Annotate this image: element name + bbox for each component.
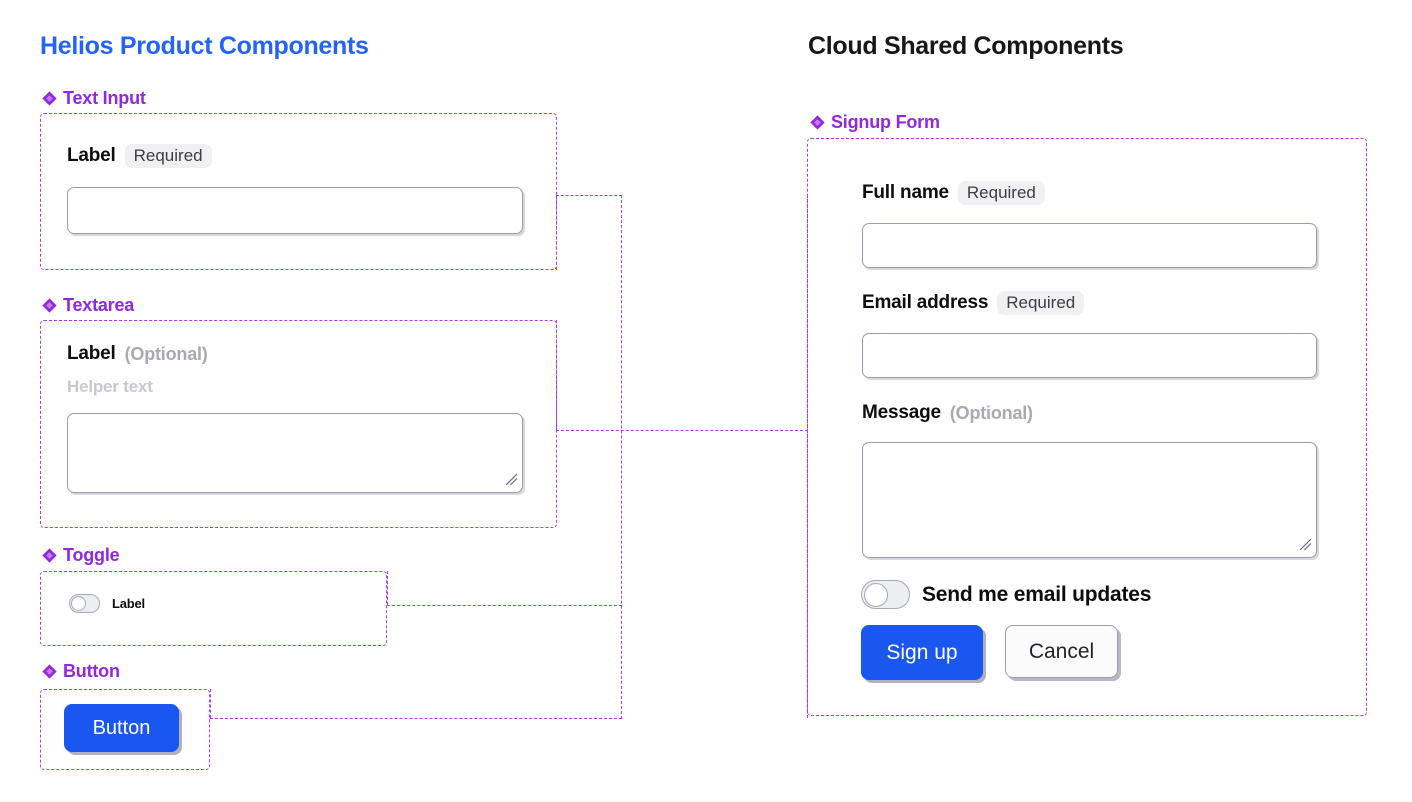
diamond-icon [42, 91, 57, 106]
email-updates-toggle-row[interactable]: Send me email updates [861, 580, 1151, 609]
email-updates-toggle-label: Send me email updates [922, 582, 1152, 606]
email-label-row: Email address Required [862, 291, 1317, 315]
section-header-button: Button [42, 661, 120, 682]
full-name-label: Full name [862, 182, 949, 203]
connector-trunk-vertical [621, 195, 622, 719]
group-box-button [40, 689, 210, 770]
message-label: Message [862, 402, 941, 423]
connector-button [210, 718, 622, 719]
diamond-icon [42, 548, 57, 563]
toggle-knob [71, 596, 86, 611]
connector-toggle [387, 605, 622, 606]
full-name-input[interactable] [862, 223, 1317, 268]
section-header-signup-form: Signup Form [810, 112, 940, 133]
section-header-button-label: Button [63, 661, 120, 681]
connector-text-input [556, 195, 622, 196]
full-name-required-badge: Required [957, 181, 1045, 205]
field-full-name: Full name Required [862, 181, 1317, 268]
page-title-left: Helios Product Components [40, 32, 369, 60]
diamond-icon [42, 664, 57, 679]
text-input-field[interactable] [67, 187, 523, 234]
demo-button[interactable]: Button [64, 704, 179, 752]
email-updates-toggle-knob [863, 582, 888, 607]
text-input-label-row: Label Required [67, 144, 523, 168]
email-label: Email address [862, 292, 989, 313]
cancel-button[interactable]: Cancel [1005, 625, 1118, 678]
section-header-toggle: Toggle [42, 545, 120, 566]
textarea-label-row: Label (Optional) [67, 343, 523, 365]
page-title-right: Cloud Shared Components [808, 32, 1124, 60]
field-text-input: Label Required [67, 144, 523, 234]
textarea-label: Label [67, 343, 116, 364]
diamond-icon [810, 115, 825, 130]
connector-toggle-stub [387, 571, 388, 605]
group-box-textarea [40, 320, 557, 528]
textarea-helper-text: Helper text [67, 377, 153, 396]
section-header-toggle-label: Toggle [63, 545, 120, 565]
toggle-control-row[interactable]: Label [69, 594, 145, 613]
textarea-optional-note: (Optional) [124, 343, 208, 364]
full-name-label-row: Full name Required [862, 181, 1317, 205]
section-header-text-input-label: Text Input [63, 88, 146, 108]
diamond-icon [42, 298, 57, 313]
group-box-signup-form [807, 138, 1367, 716]
sign-up-button[interactable]: Sign up [861, 625, 983, 680]
message-optional-note: (Optional) [949, 402, 1033, 423]
connector-button-stub [210, 689, 211, 718]
text-input-label: Label [67, 145, 116, 166]
section-header-textarea: Textarea [42, 295, 134, 316]
group-box-text-input [40, 113, 557, 270]
section-header-text-input: Text Input [42, 88, 146, 109]
toggle-switch[interactable] [69, 594, 100, 613]
email-updates-toggle[interactable] [861, 580, 910, 609]
field-textarea: Label (Optional) Helper text [67, 343, 523, 493]
text-input-required-badge: Required [124, 144, 212, 168]
group-box-toggle [40, 571, 387, 646]
connector-textarea [556, 430, 808, 431]
textarea-field[interactable] [67, 413, 523, 493]
message-textarea[interactable] [862, 442, 1317, 558]
email-input[interactable] [862, 333, 1317, 378]
toggle-label: Label [112, 596, 145, 611]
message-label-row: Message (Optional) [862, 402, 1317, 424]
field-email-address: Email address Required [862, 291, 1317, 378]
email-required-badge: Required [997, 291, 1085, 315]
section-header-textarea-label: Textarea [63, 295, 135, 315]
section-header-signup-form-label: Signup Form [831, 112, 940, 132]
field-message: Message (Optional) [862, 402, 1317, 558]
